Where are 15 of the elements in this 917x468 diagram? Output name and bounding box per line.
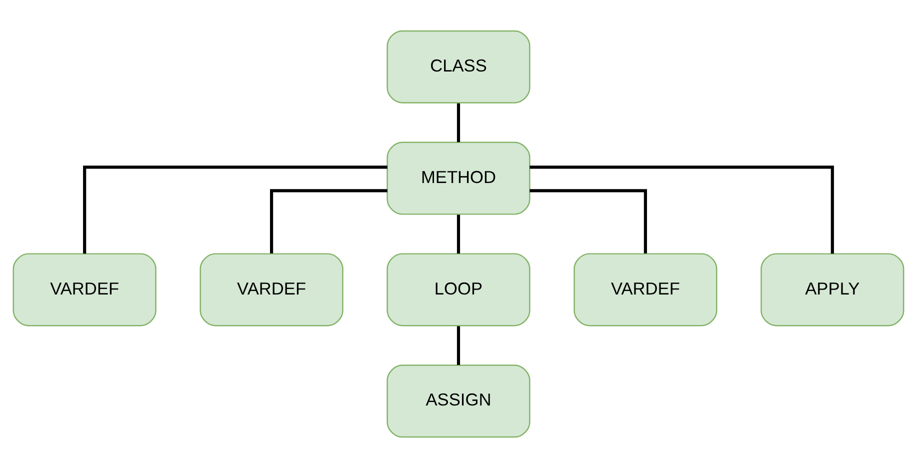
node-box: VARDEF xyxy=(574,253,718,326)
node-box: VARDEF xyxy=(12,253,156,326)
connector xyxy=(270,189,388,254)
node-box: METHOD xyxy=(386,142,530,215)
connector xyxy=(83,166,388,254)
connector xyxy=(530,166,834,254)
connector xyxy=(456,326,460,365)
node-box: ASSIGN xyxy=(386,364,530,438)
node-box: VARDEF xyxy=(200,253,344,326)
node-box: APPLY xyxy=(760,253,904,326)
node-box: LOOP xyxy=(386,253,530,326)
node-box: CLASS xyxy=(386,30,530,104)
connector xyxy=(456,103,460,142)
connector xyxy=(456,214,460,254)
connector xyxy=(530,189,647,254)
